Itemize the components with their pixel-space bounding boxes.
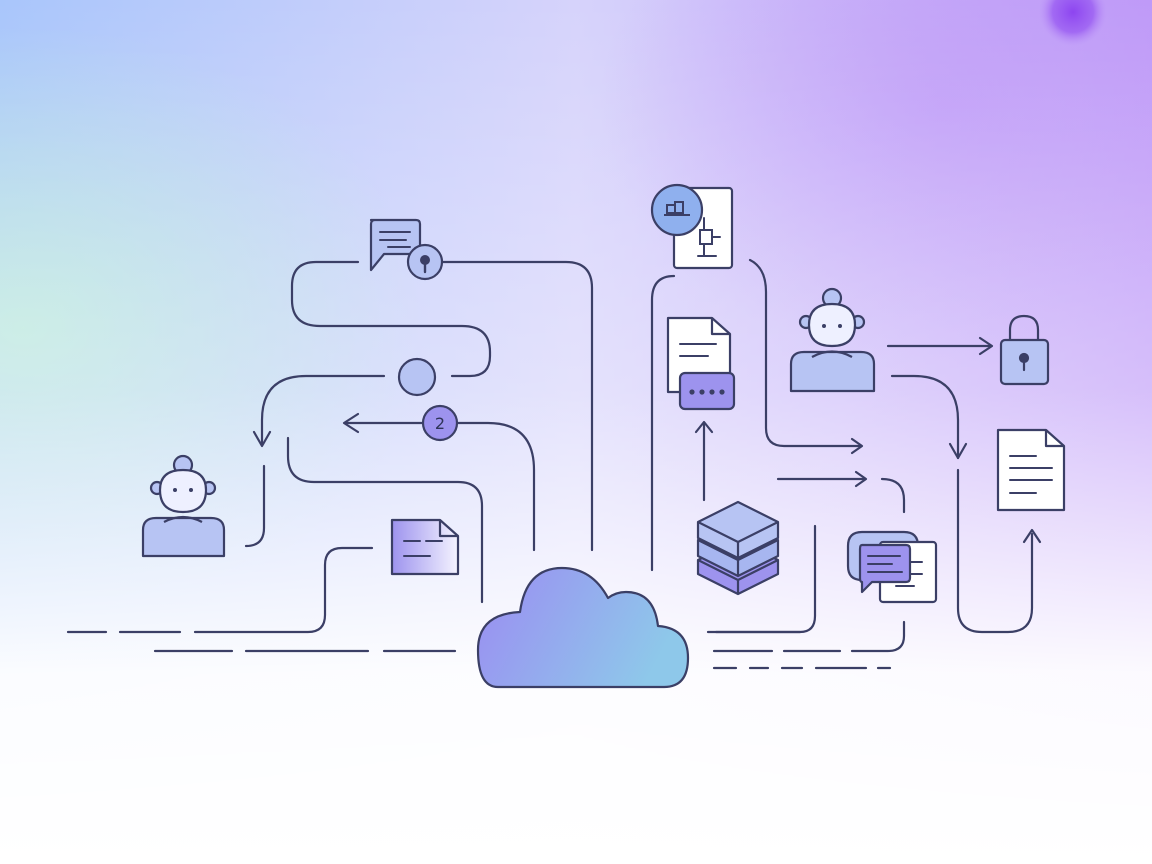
network-node-icon xyxy=(397,357,437,397)
flow-connector-dashed-left-1 xyxy=(66,546,374,634)
chat-bubble-icon xyxy=(369,218,422,272)
flow-connector-dashed-right xyxy=(712,649,892,670)
agent-avatar-icon xyxy=(789,287,876,393)
key-node-icon xyxy=(406,243,444,281)
flow-connector-badge-two xyxy=(286,412,536,604)
lock-icon xyxy=(999,314,1050,386)
document-icon xyxy=(390,518,460,576)
cloud-icon xyxy=(476,566,690,689)
password-document-icon xyxy=(666,316,736,411)
report-document-icon xyxy=(996,428,1066,512)
database-icon xyxy=(696,500,780,596)
flow-connector-center-right xyxy=(650,258,906,653)
flow-connector-serpentine xyxy=(290,260,594,552)
flow-connector-right xyxy=(886,336,1042,634)
glow-dot xyxy=(1039,0,1107,46)
flow-connector-left-loop xyxy=(244,374,386,548)
step-two-label: 2 xyxy=(435,414,445,433)
circuit-document-icon xyxy=(650,183,734,270)
step-two-badge: 2 xyxy=(421,404,459,442)
user-avatar-icon xyxy=(141,454,226,558)
message-documents-icon xyxy=(846,530,938,604)
password-field-icon xyxy=(678,371,736,411)
